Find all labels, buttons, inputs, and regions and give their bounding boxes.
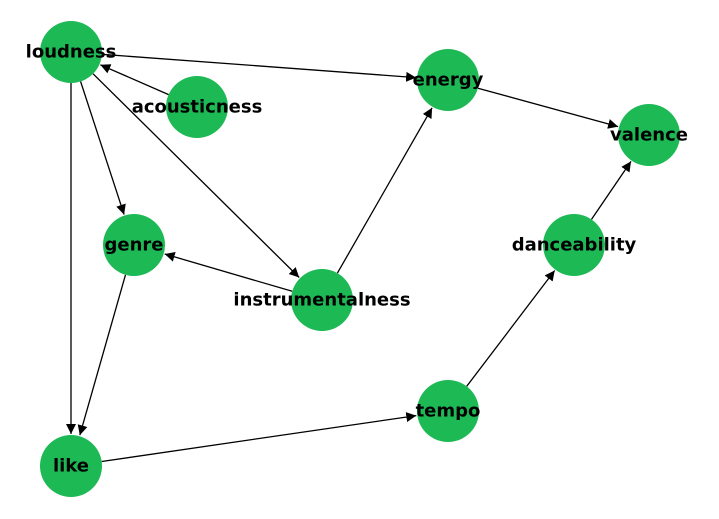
labels-layer: loudness acousticness energy valence genre da… — [26, 42, 688, 477]
edge-genre-to-like — [77, 274, 127, 436]
node-label-instrumentalness: instrumentalness — [233, 290, 410, 311]
edge-energy-to-valence — [477, 87, 619, 129]
node-acousticness — [166, 76, 228, 138]
node-label-loudness: loudness — [26, 42, 117, 63]
node-instrumentalness — [291, 269, 353, 331]
edge-instrumentalness-to-genre — [164, 252, 293, 292]
node-danceability — [543, 214, 605, 276]
node-label-tempo: tempo — [416, 401, 481, 422]
edge-loudness-to-genre — [79, 81, 126, 215]
edge-tempo-to-danceability — [466, 270, 556, 387]
node-label-acousticness: acousticness — [132, 97, 263, 118]
nodes-layer — [40, 21, 680, 497]
edge-danceability-to-valence — [590, 161, 632, 220]
node-tempo — [417, 380, 479, 442]
node-loudness — [40, 21, 102, 83]
node-label-like: like — [53, 456, 89, 477]
edge-loudness-to-energy — [101, 53, 417, 82]
node-valence — [618, 104, 680, 166]
edges-layer — [66, 53, 632, 463]
node-genre — [103, 214, 165, 276]
node-energy — [417, 49, 479, 111]
node-label-valence: valence — [610, 125, 688, 146]
node-label-energy: energy — [413, 70, 484, 91]
edge-like-to-tempo — [101, 412, 417, 463]
node-label-genre: genre — [105, 235, 164, 256]
node-like — [40, 435, 102, 497]
node-label-danceability: danceability — [512, 235, 637, 256]
edge-instrumentalness-to-energy — [336, 107, 433, 274]
edge-loudness-to-instrumentalness — [92, 73, 300, 278]
edge-acousticness-to-loudness — [100, 64, 169, 96]
